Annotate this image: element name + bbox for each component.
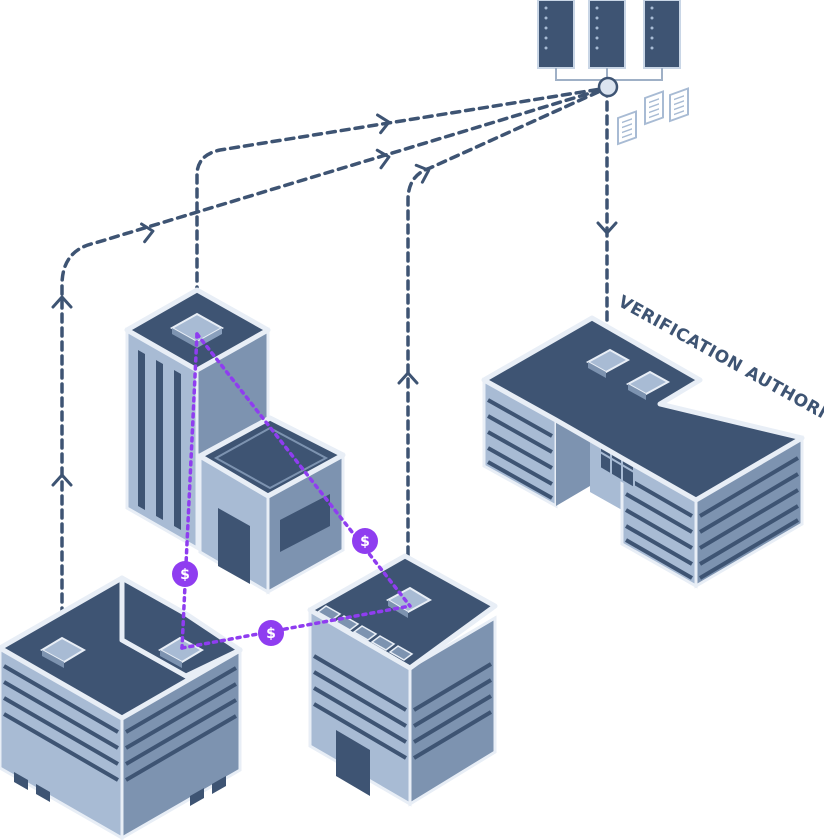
link-line: [60, 86, 609, 632]
server-rack-group: [537, 0, 681, 81]
svg-text:$: $: [266, 626, 276, 642]
annex-window: [280, 494, 330, 552]
payment-line: [195, 332, 412, 608]
roof-unit: [39, 636, 87, 668]
link-line: [406, 86, 609, 557]
dollar-coin-icon: $: [258, 620, 284, 646]
dollar-coin-icon: $: [172, 561, 198, 587]
dollar-coin-icon: $: [352, 528, 378, 554]
document-stack-icon: [617, 87, 689, 146]
roof-unit: [169, 312, 225, 348]
annex-door: [218, 508, 250, 584]
payment-line: [180, 332, 199, 650]
payment-line: [180, 604, 412, 650]
network-hub-icon: [597, 76, 619, 98]
roof-unit: [625, 370, 671, 400]
server-rack-icon: [643, 0, 681, 69]
roof-unit: [157, 636, 205, 668]
office-building-middle: [307, 553, 498, 807]
svg-text:$: $: [180, 567, 190, 583]
tower-building: [124, 287, 346, 595]
verification-authority-building: [481, 315, 805, 589]
server-rack-icon: [537, 0, 575, 69]
payment-links: [180, 332, 412, 650]
network-links: [60, 86, 609, 632]
roof-unit: [585, 348, 631, 378]
svg-text:$: $: [360, 534, 370, 550]
building-door: [336, 730, 370, 796]
server-rack-icon: [588, 0, 626, 69]
link-line: [195, 86, 609, 297]
office-building-left: [0, 575, 243, 840]
